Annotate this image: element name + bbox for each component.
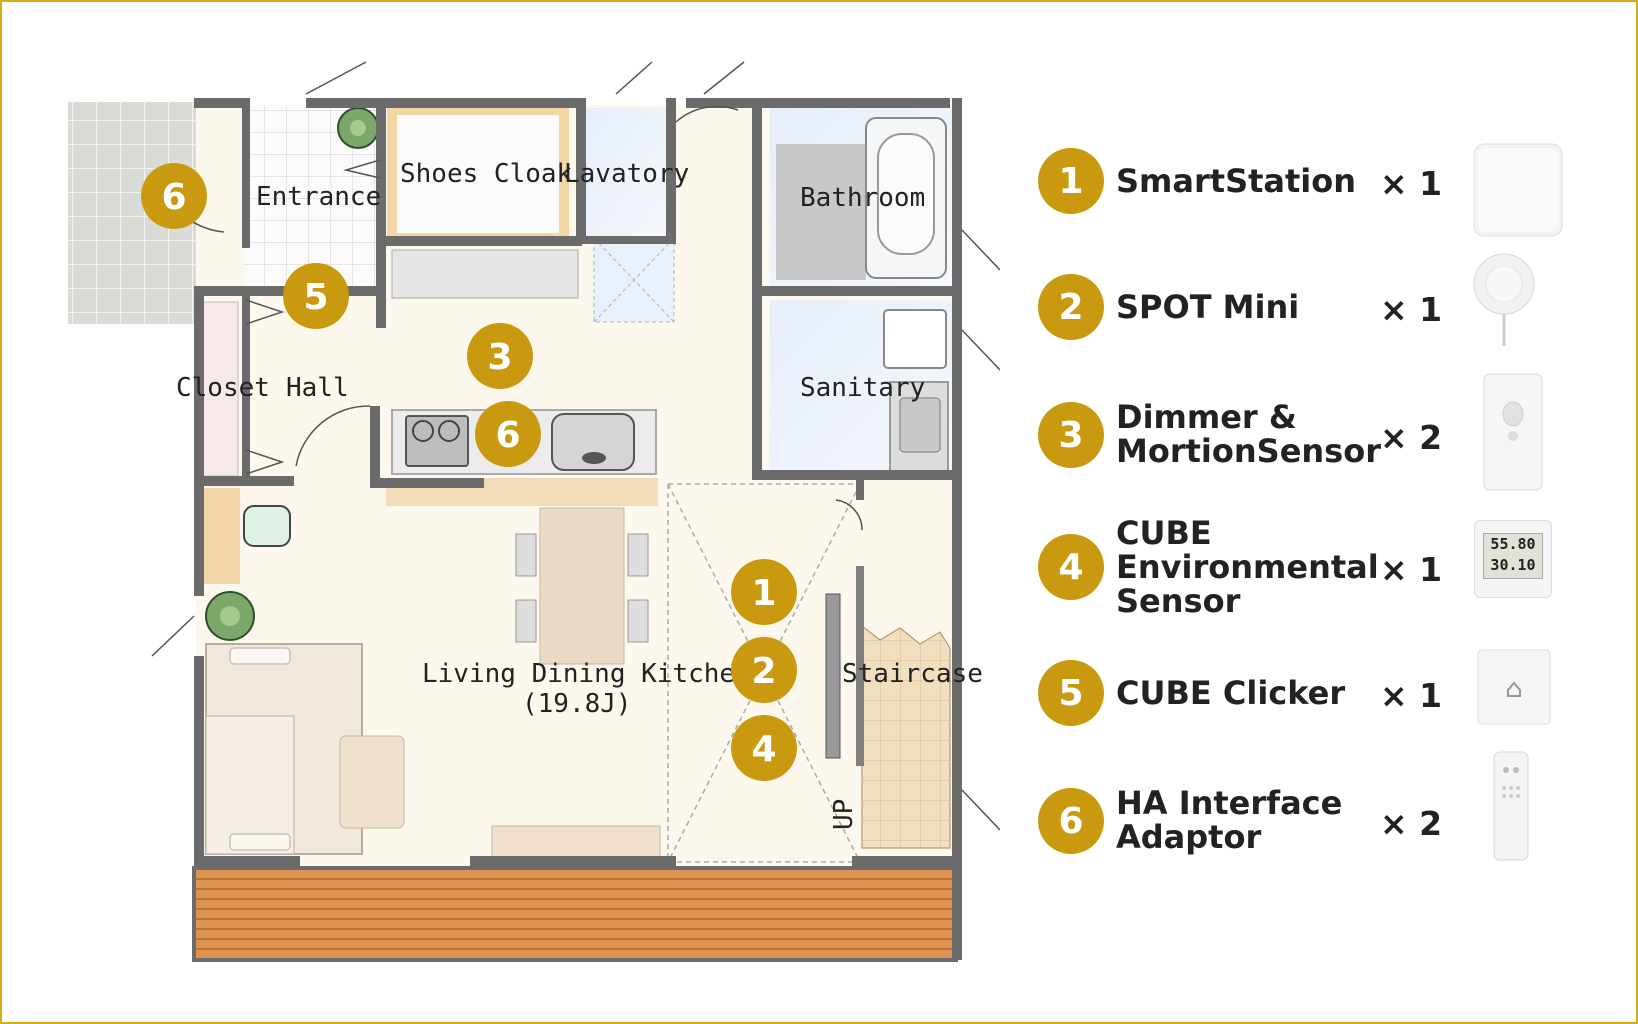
room-label-staircase: Staircase xyxy=(842,659,983,689)
room-label-closet: Closet xyxy=(176,373,270,403)
svg-text:6: 6 xyxy=(495,415,520,456)
svg-text:3: 3 xyxy=(487,337,512,378)
device-name: SPOT Mini xyxy=(1116,288,1300,326)
svg-text:6: 6 xyxy=(161,177,186,218)
svg-text:5: 5 xyxy=(303,277,328,318)
device-row-spot-mini: 2 SPOT Mini × 1 xyxy=(1030,253,1620,366)
smartstation-hub-icon xyxy=(1473,143,1563,237)
marker-ceiling: 3 xyxy=(467,323,533,389)
marker-center-4: 4 xyxy=(731,715,797,781)
room-label-ldk-size: (19.8J) xyxy=(522,689,632,719)
room-label-bathroom: Bathroom xyxy=(800,183,925,213)
svg-text:1: 1 xyxy=(751,573,776,614)
device-row-smartstation: 1 SmartStation × 1 xyxy=(1030,140,1620,240)
svg-text:4: 4 xyxy=(751,729,776,770)
device-number-badge: 3 xyxy=(1038,402,1104,468)
device-quantity: × 1 xyxy=(1380,290,1443,329)
wood-deck xyxy=(192,866,958,962)
device-quantity: × 1 xyxy=(1380,164,1443,203)
ha-adaptor-icon xyxy=(1493,751,1529,861)
device-quantity: × 2 xyxy=(1380,418,1443,457)
device-row-dimmer: 3 Dimmer &MortionSensor × 2 xyxy=(1030,373,1620,494)
device-row-clicker: 5 CUBE Clicker × 1 xyxy=(1030,649,1620,752)
room-label-ldk: Living Dining Kitchen xyxy=(422,659,751,689)
marker-kitchen: 6 xyxy=(475,401,541,467)
dimmer-switch-icon xyxy=(1483,373,1543,491)
device-number-badge: 4 xyxy=(1038,534,1104,600)
room-label-sanitary: Sanitary xyxy=(800,373,925,403)
room-label-entrance: Entrance xyxy=(256,182,381,212)
device-number-badge: 6 xyxy=(1038,788,1104,854)
device-name: CUBE Clicker xyxy=(1116,674,1346,712)
device-name: SmartStation xyxy=(1116,162,1357,200)
clicker-button-icon xyxy=(1477,649,1551,725)
room-label-hall: Hall xyxy=(286,373,349,403)
device-number-badge: 5 xyxy=(1038,660,1104,726)
walls xyxy=(194,98,962,960)
room-label-lavatory: Lavatory xyxy=(564,159,689,189)
marker-center-1: 1 xyxy=(731,559,797,625)
marker-center-2: 2 xyxy=(731,637,797,703)
device-quantity: × 2 xyxy=(1380,804,1443,843)
device-number-badge: 2 xyxy=(1038,274,1104,340)
device-quantity: × 1 xyxy=(1380,550,1443,589)
spot-mini-remote-icon xyxy=(1473,253,1535,346)
device-quantity: × 1 xyxy=(1380,676,1443,715)
svg-text:2: 2 xyxy=(751,651,776,692)
room-label-shoes-cloak: Shoes Cloak xyxy=(400,159,573,189)
marker-entrance-door: 6 xyxy=(141,163,207,229)
stairs-up-label: UP xyxy=(829,799,859,830)
device-number-badge: 1 xyxy=(1038,148,1104,214)
floor-plan: Entrance Shoes Cloak Lavatory Bathroom C… xyxy=(68,61,1000,962)
device-name: Dimmer &MortionSensor xyxy=(1116,398,1381,470)
marker-shoes-cloak: 5 xyxy=(283,263,349,329)
